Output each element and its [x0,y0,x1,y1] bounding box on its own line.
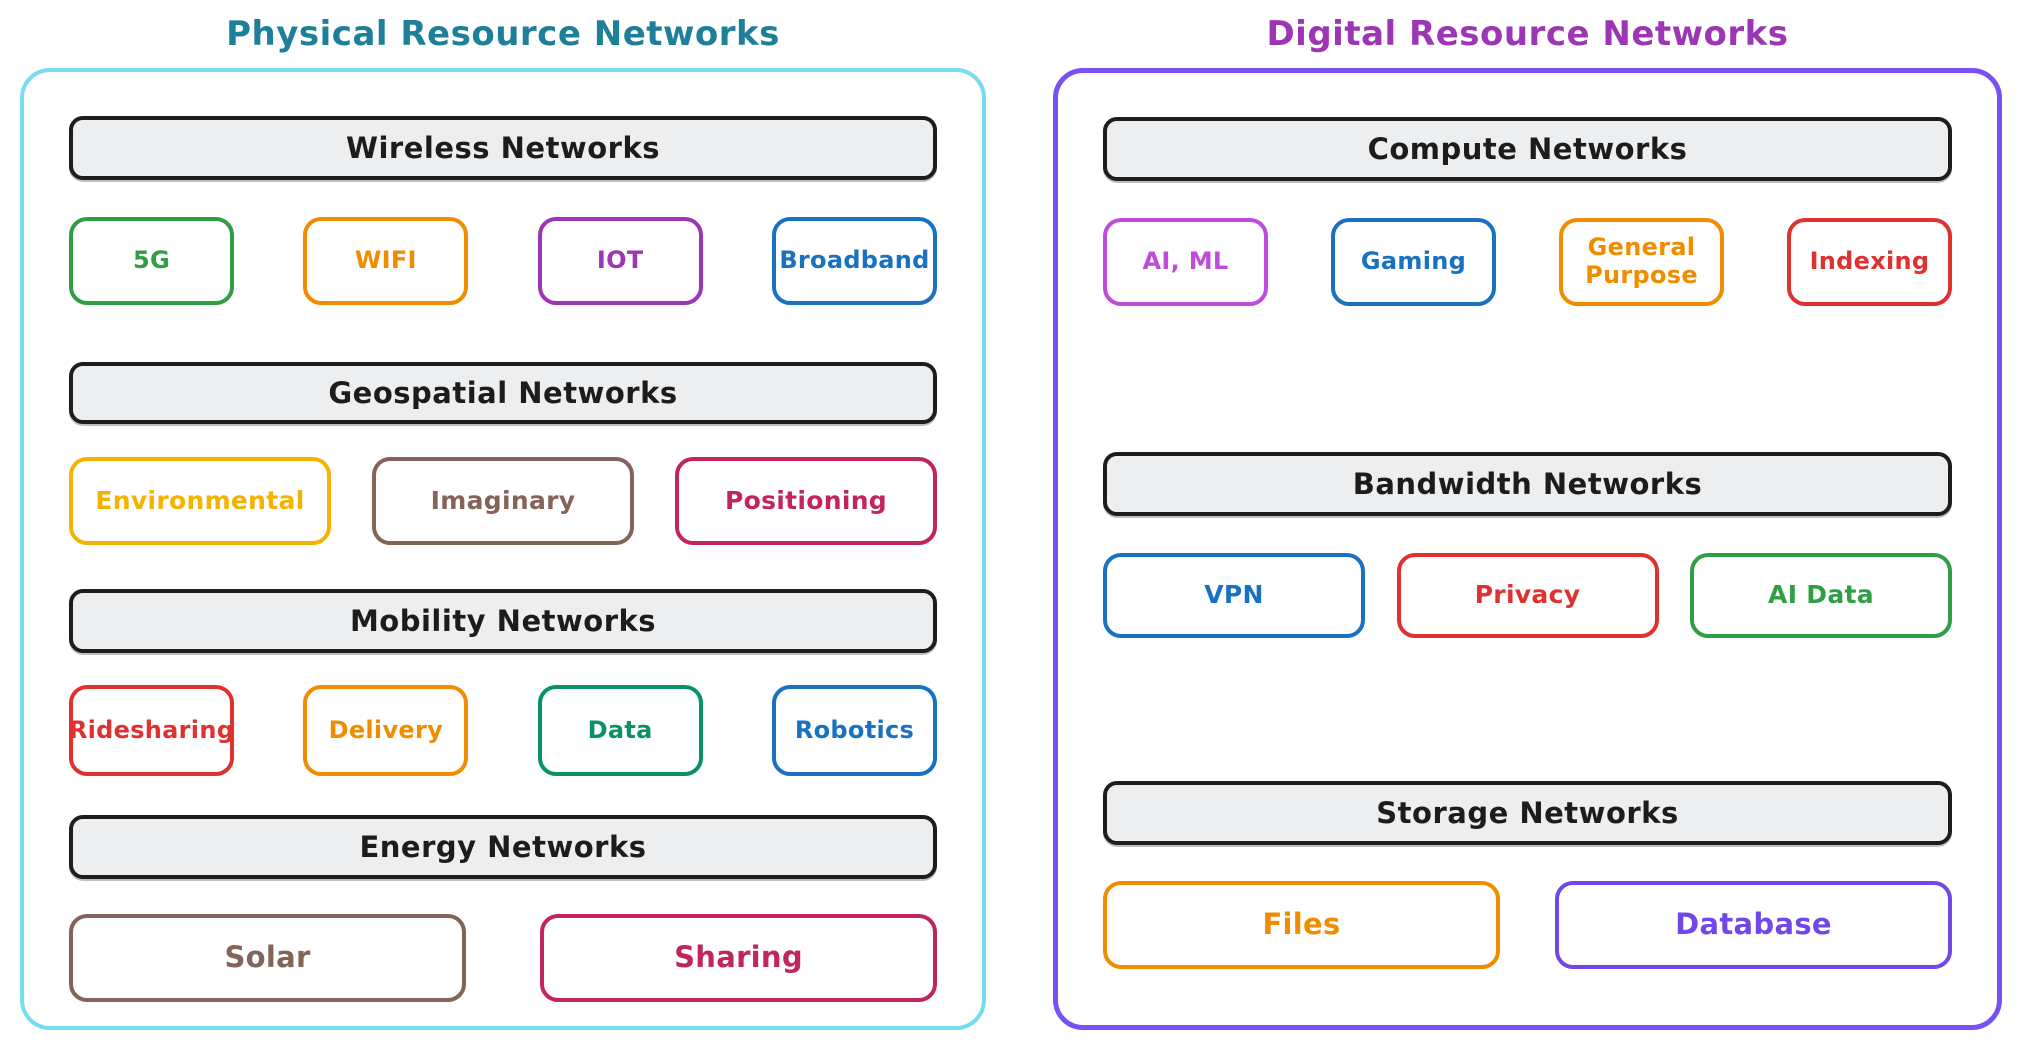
node-data: Data [537,685,703,776]
bandwidth-node-row: VPN Privacy AI Data [1103,553,1952,638]
compute-node-row: AI, ML Gaming General Purpose Indexing [1103,218,1952,306]
physical-networks-title: Physical Resource Networks [226,14,780,54]
section-header-mobility: Mobility Networks [69,589,937,653]
storage-node-row: Files Database [1103,881,1952,969]
node-broadband: Broadband [771,217,937,305]
node-ridesharing: Ridesharing [69,685,234,776]
digital-networks-panel: Compute Networks AI, ML Gaming General P… [1053,68,2002,1030]
digital-networks-title: Digital Resource Networks [1266,14,1789,54]
wireless-node-row: 5G WIFI IOT Broadband [69,217,937,305]
node-gaming: Gaming [1331,218,1496,306]
node-sharing: Sharing [540,914,937,1002]
node-robotics: Robotics [771,685,937,776]
section-header-bandwidth: Bandwidth Networks [1103,452,1952,516]
node-solar: Solar [69,914,466,1002]
node-imaginary: Imaginary [372,457,634,545]
section-header-wireless: Wireless Networks [69,116,937,180]
node-files: Files [1103,881,1500,969]
energy-node-row: Solar Sharing [69,914,937,1002]
node-ai-data: AI Data [1690,553,1952,638]
node-vpn: VPN [1103,553,1365,638]
physical-networks-panel: Wireless Networks 5G WIFI IOT Broadband … [20,68,986,1030]
node-positioning: Positioning [675,457,937,545]
section-header-compute: Compute Networks [1103,117,1952,181]
node-indexing: Indexing [1787,218,1952,306]
node-privacy: Privacy [1396,553,1659,638]
node-general-purpose: General Purpose [1559,218,1724,306]
node-5g: 5G [69,217,234,305]
node-environmental: Environmental [69,457,331,545]
node-delivery: Delivery [303,685,469,776]
mobility-node-row: Ridesharing Delivery Data Robotics [69,685,937,776]
node-ai-ml: AI, ML [1103,218,1268,306]
section-header-storage: Storage Networks [1103,781,1952,845]
node-iot: IOT [537,217,703,305]
section-header-energy: Energy Networks [69,815,937,879]
geospatial-node-row: Environmental Imaginary Positioning [69,457,937,545]
section-header-geospatial: Geospatial Networks [69,362,937,424]
node-wifi: WIFI [303,217,469,305]
node-database: Database [1555,881,1952,969]
